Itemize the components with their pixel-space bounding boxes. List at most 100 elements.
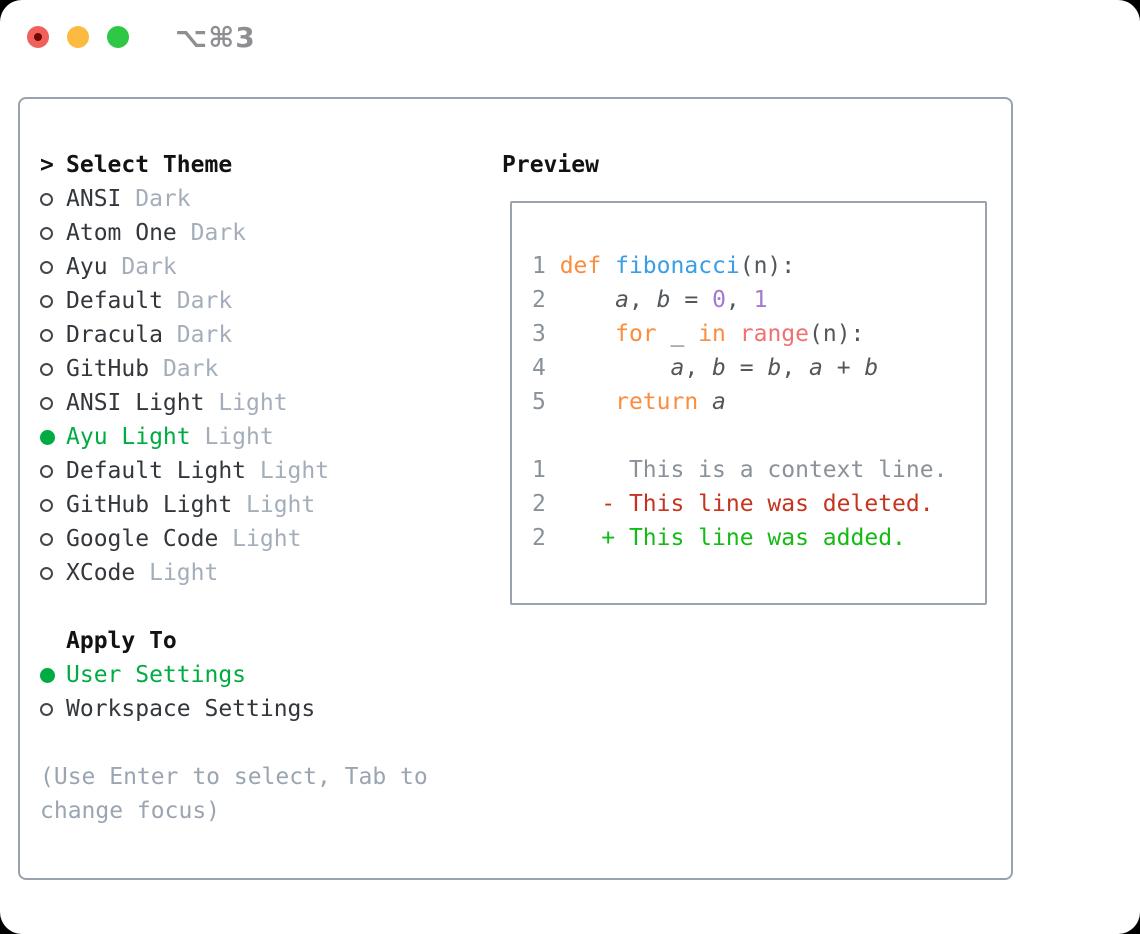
line-number: 2 <box>532 287 560 313</box>
theme-name: ANSI Light <box>66 390 205 416</box>
theme-option[interactable]: Ayu Dark <box>40 250 480 284</box>
theme-name: Default <box>66 288 163 314</box>
code-line: 2 a, b = 0, 1 <box>532 283 967 317</box>
token-keyword: in <box>698 321 726 347</box>
theme-option[interactable]: Ayu Light Light <box>40 420 480 454</box>
diff-text-added: + This line was added. <box>559 525 906 551</box>
radio-gutter <box>40 464 66 478</box>
theme-name: ANSI <box>66 186 122 212</box>
radio-unselected-icon <box>40 260 53 274</box>
radio-unselected-icon <box>40 192 53 206</box>
theme-variant: Light <box>135 560 219 586</box>
token-plain: = <box>725 355 768 381</box>
theme-option[interactable]: ANSI Light Light <box>40 386 480 420</box>
radio-unselected-icon <box>40 464 53 478</box>
theme-option[interactable]: Default Dark <box>40 284 480 318</box>
theme-option[interactable]: GitHub Light Light <box>40 488 480 522</box>
apply-option[interactable]: Workspace Settings <box>40 692 480 726</box>
token-plain <box>601 253 615 279</box>
theme-name: Dracula <box>66 322 163 348</box>
radio-gutter <box>40 328 66 342</box>
line-number: 1 <box>532 457 560 483</box>
radio-gutter <box>40 498 66 512</box>
theme-variant: Dark <box>162 322 233 348</box>
theme-variant: Light <box>204 390 288 416</box>
line-number: 3 <box>532 321 560 347</box>
apply-option-label: User Settings <box>66 662 247 688</box>
token-plain: , <box>628 287 657 313</box>
spacer <box>40 590 480 624</box>
code-text: return a <box>560 389 726 415</box>
radio-gutter <box>40 192 66 206</box>
maximize-button[interactable] <box>107 26 129 48</box>
token-plain: , <box>781 355 810 381</box>
token-plain <box>698 389 712 415</box>
radio-unselected-icon <box>40 566 53 580</box>
code-line: 4 a, b = b, a + b <box>532 351 967 385</box>
code-line: 3 for _ in range(n): <box>532 317 967 351</box>
apply-option[interactable]: User Settings <box>40 658 480 692</box>
diff-text-context: This is a context line. <box>559 457 948 483</box>
theme-variant: Light <box>218 526 302 552</box>
token-plain: (n): <box>809 321 865 347</box>
apply-to-title: Apply To <box>66 628 177 654</box>
theme-option[interactable]: XCode Light <box>40 556 480 590</box>
token-builtin: range <box>739 321 809 347</box>
radio-gutter <box>40 396 66 410</box>
theme-name: XCode <box>66 560 136 586</box>
theme-option[interactable]: Default Light Light <box>40 454 480 488</box>
preview-section: Preview 1 def fibonacci(n):2 a, b = 0, 1… <box>502 148 997 605</box>
code-text: a, b = 0, 1 <box>560 287 768 313</box>
theme-option[interactable]: GitHub Dark <box>40 352 480 386</box>
theme-variant: Dark <box>176 220 247 246</box>
minimize-button[interactable] <box>67 26 89 48</box>
token-keyword: return <box>615 389 699 415</box>
diff-line: 2 + This line was added. <box>532 521 967 555</box>
radio-gutter <box>40 429 66 445</box>
theme-name: Google Code <box>66 526 219 552</box>
token-plain: (n): <box>739 253 796 279</box>
blank-line <box>532 419 967 453</box>
theme-variant: Dark <box>121 186 191 212</box>
theme-name: GitHub Light <box>66 492 233 518</box>
radio-selected-icon <box>40 429 55 445</box>
diff-line: 1 This is a context line. <box>532 453 967 487</box>
theme-name: Ayu Light <box>66 424 191 450</box>
radio-unselected-icon <box>40 396 53 410</box>
radio-unselected-icon <box>40 294 53 308</box>
theme-variant: Dark <box>162 288 233 314</box>
token-plain: _ <box>656 321 699 347</box>
token-keyword: for <box>615 321 657 347</box>
line-number: 4 <box>532 355 560 381</box>
theme-variant: Light <box>246 458 330 484</box>
token-var: b <box>712 355 726 381</box>
token-plain <box>560 321 615 347</box>
token-plain <box>560 287 615 313</box>
window-title: ⌥⌘3 <box>175 20 256 54</box>
radio-gutter <box>40 226 66 240</box>
line-number: 2 <box>532 491 560 517</box>
theme-name: GitHub <box>66 356 150 382</box>
token-var: a <box>809 355 823 381</box>
code-text: def fibonacci(n): <box>560 253 795 279</box>
theme-option[interactable]: Google Code Light <box>40 522 480 556</box>
theme-variant: Dark <box>149 356 219 382</box>
code-line: 1 def fibonacci(n): <box>532 249 967 283</box>
token-keyword: def <box>559 253 602 279</box>
diff-block: 1 This is a context line.2 - This line w… <box>532 453 967 555</box>
theme-option[interactable]: ANSI Dark <box>40 182 480 216</box>
close-button[interactable] <box>27 26 49 48</box>
theme-variant: Dark <box>107 254 177 280</box>
select-theme-header: > Select Theme <box>40 148 480 182</box>
radio-gutter <box>40 362 66 376</box>
theme-variant: Light <box>232 492 316 518</box>
token-number: 1 <box>753 287 768 313</box>
radio-unselected-icon <box>40 226 53 240</box>
theme-option[interactable]: Atom One Dark <box>40 216 480 250</box>
theme-option[interactable]: Dracula Dark <box>40 318 480 352</box>
